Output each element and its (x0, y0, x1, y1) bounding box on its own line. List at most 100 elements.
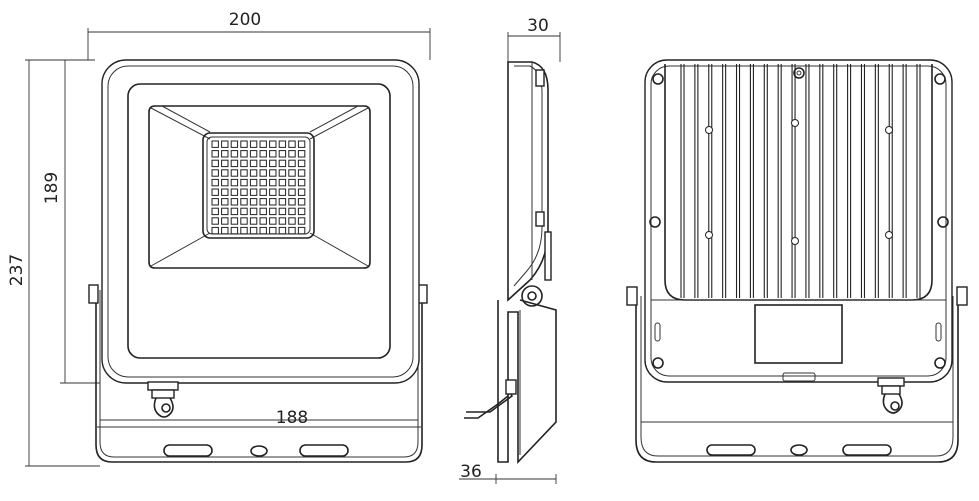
led-cell (288, 150, 296, 158)
led-cell (297, 198, 306, 206)
led-cell (230, 217, 239, 225)
led-cell (211, 188, 219, 196)
led-cell (211, 217, 219, 225)
dimension-189: 189 (42, 60, 100, 384)
led-cell (288, 178, 296, 187)
dimension-36-label: 36 (460, 462, 482, 482)
led-cell (288, 188, 296, 196)
dimension-30-label: 30 (527, 16, 549, 36)
led-cell (230, 198, 239, 206)
front-view: 200 237 189 188 (7, 10, 431, 467)
led-cell (221, 217, 229, 225)
rear-slot-left (706, 444, 756, 456)
led-cell (269, 226, 277, 235)
rating-label (754, 304, 843, 364)
led-cell (221, 178, 229, 187)
led-cell (221, 150, 229, 158)
led-cell (259, 178, 267, 187)
dimension-36: 36 (459, 462, 557, 484)
led-cell (240, 178, 248, 187)
led-cell (259, 169, 267, 177)
mounting-bracket (95, 285, 423, 463)
fin-hole (791, 237, 799, 245)
led-cell (249, 226, 258, 235)
dimension-189-label: 189 (42, 172, 62, 204)
led-cell (230, 140, 239, 148)
led-cell (297, 169, 306, 177)
led-cell (249, 150, 258, 158)
side-bracket (497, 299, 557, 465)
bracket-slot-right (299, 444, 349, 457)
dimension-200: 200 (87, 10, 431, 60)
led-cell (211, 140, 219, 148)
led-cell (259, 188, 267, 196)
led-cell (221, 226, 229, 235)
front-frame (127, 83, 391, 359)
led-cell (297, 150, 306, 158)
rear-screws (649, 67, 949, 369)
rear-view (626, 59, 968, 463)
led-cell (230, 150, 239, 158)
led-cell (269, 159, 277, 168)
rear-slot-right (842, 444, 892, 456)
led-cell (288, 207, 296, 216)
fin-hole (705, 126, 713, 134)
led-cell (249, 159, 258, 168)
rear-cable-gland (877, 377, 905, 414)
led-cell (278, 140, 287, 148)
fin-hole (885, 231, 893, 239)
bracket-hole (250, 445, 268, 457)
led-cell (269, 217, 277, 225)
led-cell (211, 207, 219, 216)
led-cell (278, 188, 287, 196)
led-cell (278, 150, 287, 158)
led-cell (269, 169, 277, 177)
led-cell (278, 207, 287, 216)
led-grid (211, 140, 306, 235)
led-cell (249, 217, 258, 225)
led-cell (240, 159, 248, 168)
led-cell (211, 226, 219, 235)
heat-sink-fins (680, 64, 921, 298)
led-cell (288, 226, 296, 235)
led-cell (240, 150, 248, 158)
led-cell (269, 198, 277, 206)
led-cell (269, 140, 277, 148)
led-cell (221, 198, 229, 206)
led-cell (230, 207, 239, 216)
side-pivot (521, 285, 543, 307)
led-cell (288, 140, 296, 148)
led-cell (230, 159, 239, 168)
led-cell (249, 188, 258, 196)
pivot-left (88, 284, 99, 304)
led-cell (297, 159, 306, 168)
fin-hole (791, 119, 799, 127)
led-cell (278, 198, 287, 206)
led-cell (278, 178, 287, 187)
led-cell (278, 217, 287, 225)
dimension-30: 30 (507, 16, 561, 62)
led-cell (297, 217, 306, 225)
led-plate (202, 132, 315, 239)
dimension-200-label: 200 (229, 10, 261, 30)
led-cell (278, 169, 287, 177)
led-cell (240, 198, 248, 206)
led-cell (249, 207, 258, 216)
fin-hole (705, 231, 713, 239)
led-cell (297, 188, 306, 196)
led-cell (240, 226, 248, 235)
led-cell (240, 140, 248, 148)
led-cell (259, 140, 267, 148)
rear-bracket (635, 290, 959, 463)
led-cell (269, 178, 277, 187)
led-cell (211, 178, 219, 187)
led-cell (211, 198, 219, 206)
led-cell (249, 178, 258, 187)
led-cell (288, 198, 296, 206)
led-cell (221, 169, 229, 177)
led-cell (230, 226, 239, 235)
led-cell (221, 188, 229, 196)
led-cell (221, 140, 229, 148)
led-cell (278, 159, 287, 168)
